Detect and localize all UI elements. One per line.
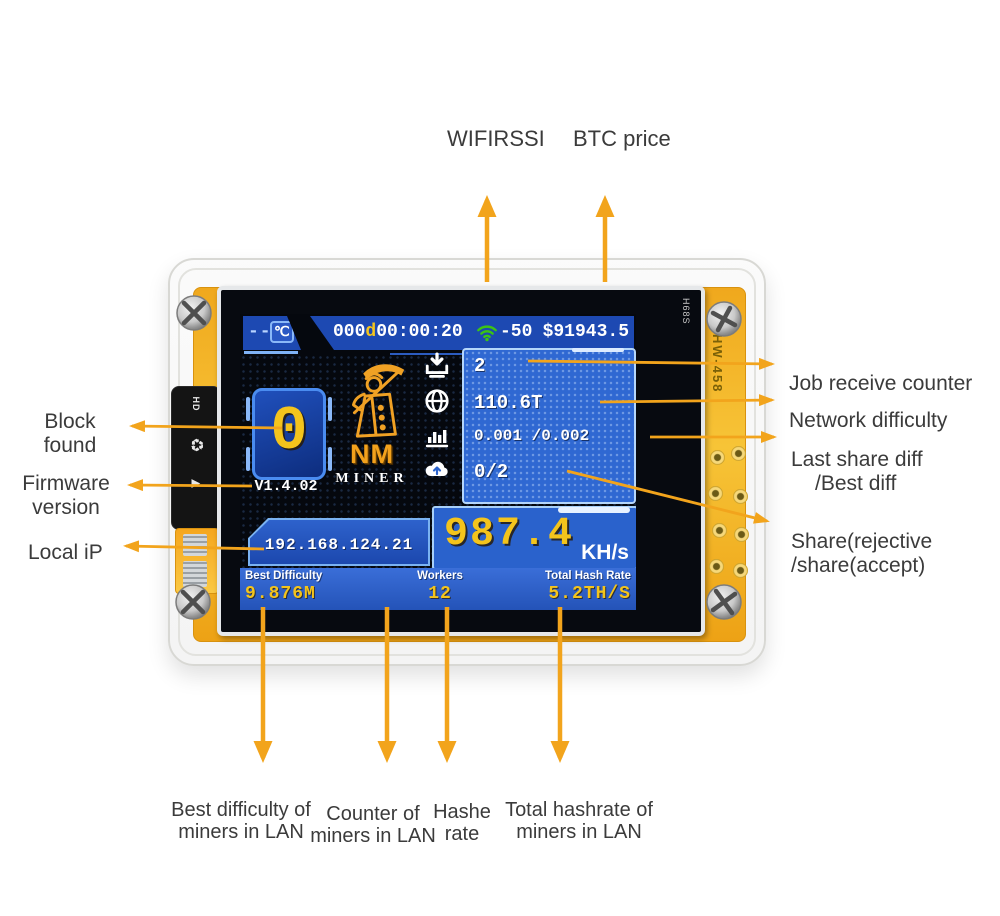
miner-figure-icon (351, 364, 405, 438)
label-share-reject-accept: Share(rejective /share(accept) (791, 530, 933, 577)
screw-bottom-right (706, 584, 742, 620)
share-upload-cloud-icon (425, 461, 448, 477)
flex-hd-marking: HD (191, 396, 201, 412)
display-flex-cable: HD ♻ ▲ (171, 386, 221, 530)
pcb-pad (708, 486, 723, 501)
uptime-value: 000d00:00:20 (333, 322, 463, 342)
btc-price-value: $91943.5 (542, 322, 629, 342)
shares-value: 0/2 (474, 461, 509, 483)
screw-top-right (706, 301, 742, 337)
hashrate-value: 987.4 (444, 512, 575, 557)
hashrate-panel: 987.4 KH/s (432, 506, 636, 570)
logo-nm-text: NM (350, 439, 394, 469)
topbar-main: 000d00:00:20 -50 $91943.5 (310, 316, 634, 350)
label-local-ip: Local iP (28, 541, 103, 564)
job-receive-counter-value: 2 (474, 355, 486, 377)
nm-miner-logo: NM MINER (324, 360, 420, 487)
workers-label: Workers (417, 570, 463, 582)
label-network-difficulty: Network difficulty (789, 409, 948, 432)
recycle-icon: ♻ (187, 437, 206, 453)
workers-value: 12 (428, 584, 452, 604)
best-difficulty-value: 9.876M (245, 584, 316, 604)
network-difficulty-value: 110.6T (474, 392, 543, 414)
label-total-hashrate-lan: Total hashrate of miners in LAN (505, 799, 653, 844)
difficulty-chart-icon (425, 430, 449, 448)
pcb-marking: HW-458 (710, 334, 725, 394)
screen-topbar: -- ℃ 000d00:00:20 -50 $91943.5 (240, 314, 636, 355)
bezel-marking: H68S (681, 298, 691, 325)
triangle-icon: ▲ (187, 476, 205, 491)
label-wifirssi: WIFIRSSI (447, 126, 545, 151)
total-hashrate-value: 5.2TH/S (548, 584, 631, 604)
block-found-panel: 0 (246, 388, 332, 480)
label-hash-rate: Hashe rate (433, 801, 491, 846)
globe-icon (425, 389, 449, 413)
panel-accent (572, 348, 624, 352)
topbar-accent (244, 351, 298, 354)
screw-bottom-left (175, 584, 211, 620)
label-block-found: Block found (43, 410, 97, 457)
temperature-panel: -- ℃ (243, 316, 301, 350)
pcb-pad (731, 446, 746, 461)
label-btc-price: BTC price (573, 126, 671, 151)
pcb-pad (710, 450, 725, 465)
share-diff-value: 0.001 /0.002 (474, 427, 590, 445)
block-found-value: 0 (270, 396, 308, 467)
label-job-receive-counter: Job receive counter (789, 372, 973, 395)
pcb-pad (712, 523, 727, 538)
job-download-icon (425, 352, 449, 378)
wifi-rssi-value: -50 (500, 322, 533, 342)
wifi-icon (477, 325, 497, 342)
local-ip-value: 192.168.124.21 (264, 536, 414, 554)
pcb-pad (734, 527, 749, 542)
mining-stats-panel: 2 110.6T 0.001 /0.002 0/2 (462, 348, 636, 504)
total-hashrate-label: Total Hash Rate (544, 570, 631, 582)
pcb-pad (733, 563, 748, 578)
label-firmware-version: Firmware version (22, 472, 110, 519)
lcd-screen: -- ℃ 000d00:00:20 -50 $91943.5 0 V1.4. (240, 314, 636, 610)
screen-statusbar: Best Difficulty 9.876M Workers 12 Total … (240, 568, 636, 610)
temperature-unit: ℃ (270, 321, 294, 343)
label-last-share-diff: Last share diff /Best diff (791, 448, 923, 495)
local-ip-panel: 192.168.124.21 (248, 518, 430, 566)
pcb-pad (709, 559, 724, 574)
firmware-version-value: V1.4.02 (254, 478, 318, 495)
screw-top-left (176, 295, 212, 331)
pcb-pad (733, 489, 748, 504)
hashrate-unit: KH/s (581, 541, 629, 564)
label-best-difficulty-lan: Best difficulty of miners in LAN (171, 799, 311, 844)
best-difficulty-label: Best Difficulty (245, 570, 323, 582)
temperature-value: -- (248, 322, 272, 342)
logo-miner-text: MINER (335, 471, 409, 486)
label-counter-miners-lan: Counter of miners in LAN (310, 803, 436, 848)
